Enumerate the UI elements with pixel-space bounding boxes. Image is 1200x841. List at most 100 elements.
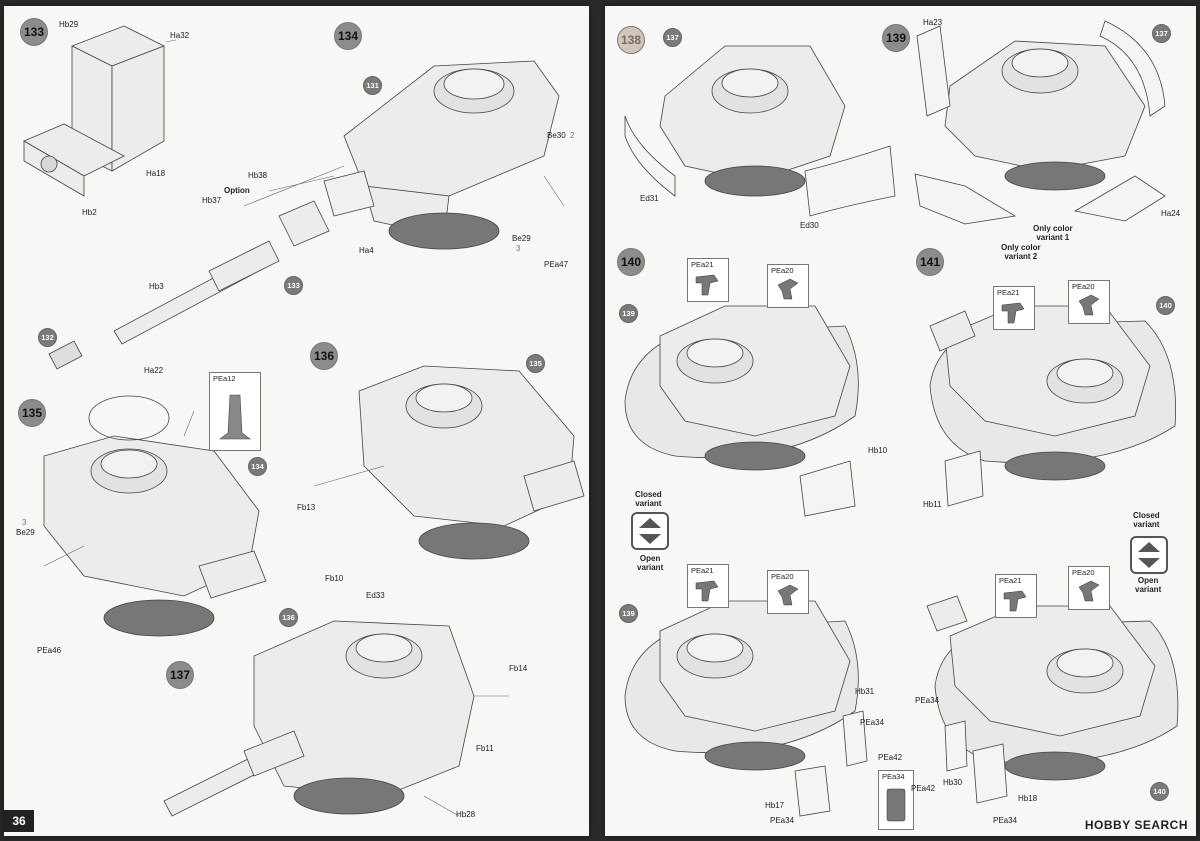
pea20-detail-box-a: PEa20 [767,264,809,308]
turret-140-drawing [624,305,859,517]
part-label-hb2: Hb2 [82,208,97,217]
part-label-pea42-a: PEa42 [878,753,903,762]
watermark-text: HOBBY SEARCH [1084,818,1188,832]
pea20-part-icon [777,278,799,300]
part-label-pea34-b: PEa34 [882,772,905,781]
pea21-part-icon-d [1003,590,1027,612]
pea20-detail-box-b: PEa20 [1068,280,1110,324]
part-label-hb28: Hb28 [456,810,476,819]
part-label-pea20-c: PEa20 [771,572,794,581]
part-label-ha32: Ha32 [170,31,190,40]
part-label-fb11: Fb11 [476,744,494,753]
part-label-hb18: Hb18 [1018,794,1038,803]
turret-134-drawing [278,60,560,250]
part-label-pea42-d: PEa42 [911,784,936,793]
step-number-141: 141 [916,248,944,276]
part-label-ha18: Ha18 [146,169,166,178]
part-label-hb30: Hb30 [943,778,963,787]
qty-3-left: 3 [22,518,27,527]
closed-variant-caption-right: Closed variant [1133,511,1160,529]
closed-open-arrows-icon-right [1130,536,1168,574]
step-number-134: 134 [334,22,362,50]
pea12-part-icon [219,394,251,440]
part-label-be30: Be30 [547,131,566,140]
pea21-detail-box-a: PEa21 [687,258,729,302]
right-page-drawings [624,20,1179,817]
part-label-ed31: Ed31 [640,194,659,203]
part-label-pea46: PEa46 [37,646,62,655]
pea21-part-icon-b [1001,302,1025,324]
part-label-ha4: Ha4 [359,246,374,255]
ref-136: 136 [279,608,298,627]
hobby-search-watermark: HOBBY SEARCH [1085,818,1188,832]
part-label-pea20-d: PEa20 [1072,568,1095,577]
gun-mantlet-box-drawing [23,25,165,197]
only-color-variant-1: Only color variant 1 [1033,224,1073,242]
open-variant-caption-left: Open variant [637,554,664,572]
part-label-hb37: Hb37 [202,196,222,205]
part-label-hb10: Hb10 [868,446,888,455]
turret-136-drawing [358,365,585,560]
part-label-ha23: Ha23 [923,18,943,27]
part-label-pea34-c: PEa34 [770,816,795,825]
part-label-pea34-e: PEa34 [993,816,1018,825]
part-label-ed33: Ed33 [366,591,385,600]
page-number-left: 36 [4,810,34,832]
part-label-hb31: Hb31 [855,687,875,696]
part-label-pea34-d: PEa34 [915,696,940,705]
pea21-detail-box-d: PEa21 [995,574,1037,618]
option-caption: Option [224,186,250,195]
step-number-136: 136 [310,342,338,370]
part-label-ha24: Ha24 [1161,209,1181,218]
ref-137-b: 137 [1152,24,1171,43]
part-label-hb38: Hb38 [248,171,268,180]
part-label-fb10: Fb10 [325,574,344,583]
turret-141-drawing [929,305,1176,507]
pea20-detail-box-d: PEa20 [1068,566,1110,610]
open-variant-caption-right: Open variant [1135,576,1162,594]
part-label-hb3: Hb3 [149,282,164,291]
turret-141-open-drawing [926,595,1179,804]
part-label-be29-left: Be29 [16,528,35,537]
ref-131: 131 [363,76,382,95]
pea21-part-icon [695,274,719,296]
step-number-135: 135 [18,399,46,427]
turret-139-drawing [914,20,1166,225]
ref-137-a: 137 [663,28,682,47]
part-label-ha22: Ha22 [144,366,164,375]
closed-variant-caption-left: Closed variant [635,490,662,508]
turret-137-drawing [163,620,475,817]
part-label-pea21-d: PEa21 [999,576,1022,585]
only-color-variant-2: Only color variant 2 [1001,243,1041,261]
pea21-part-icon-c [695,580,719,602]
ref-133: 133 [284,276,303,295]
pea21-detail-box-c: PEa21 [687,564,729,608]
pea20-part-icon-b [1078,294,1100,316]
pea34-detail-box: PEa34 [878,770,914,830]
part-label-pea21-c: PEa21 [691,566,714,575]
pea34-part-icon [886,788,906,822]
turret-140-open-drawing [624,600,868,817]
left-instruction-page: 133 134 135 136 137 131 133 132 134 135 … [4,6,589,836]
ref-135: 135 [526,354,545,373]
right-instruction-page: 138 139 140 141 137 137 139 140 139 140 … [605,6,1196,836]
ref-140-b: 140 [1150,782,1169,801]
step-number-137: 137 [166,661,194,689]
part-label-pea20-b: PEa20 [1072,282,1095,291]
step-number-138: 138 [617,26,645,54]
closed-open-arrows-icon-left [631,512,669,550]
part-label-ed30: Ed30 [800,221,819,230]
turret-135-drawing [43,395,267,637]
ref-140-a: 140 [1156,296,1175,315]
ref-132: 132 [38,328,57,347]
pea20-part-icon-d [1078,580,1100,602]
part-label-pea34-a: PEa34 [860,718,885,727]
part-label-hb17: Hb17 [765,801,785,810]
part-label-hb11: Hb11 [923,500,942,509]
left-page-drawings [23,25,585,817]
part-label-pea21-b: PEa21 [997,288,1020,297]
ref-139-a: 139 [619,304,638,323]
part-label-be29: Be29 [512,234,531,243]
ref-134: 134 [248,457,267,476]
part-label-fb13: Fb13 [297,503,316,512]
